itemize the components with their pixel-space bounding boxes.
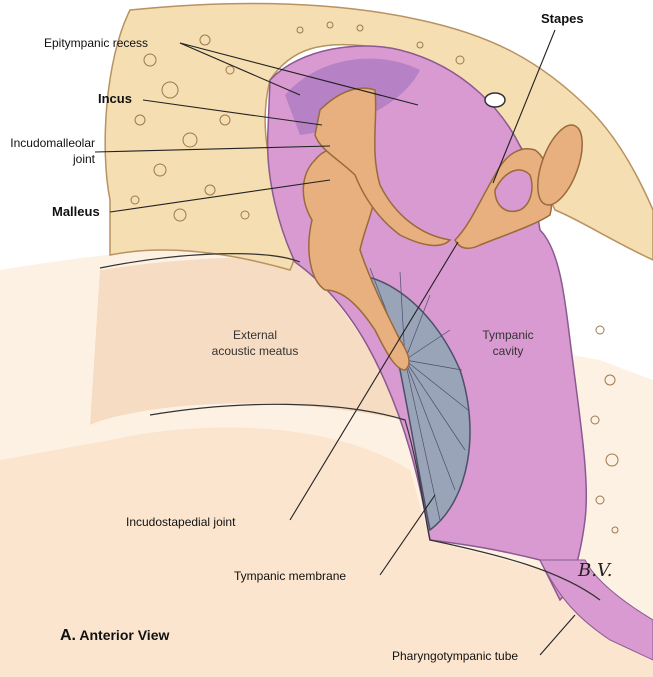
tympanic-cavity-label-line2: cavity (473, 344, 543, 358)
incudomalleolar-joint-label-line2: joint (10, 152, 95, 166)
tympanic-membrane-label: Tympanic membrane (234, 569, 346, 583)
artist-signature: B.V. (578, 560, 613, 581)
incus-label: Incus (98, 92, 132, 106)
stapes-label: Stapes (541, 12, 584, 26)
incudomalleolar-joint-label-line1: Incudomalleolar (10, 136, 95, 150)
epitympanic-recess-label: Epitympanic recess (44, 36, 148, 50)
caption-letter: A. (60, 627, 76, 644)
pharyngotympanic-tube-label: Pharyngotympanic tube (392, 649, 518, 663)
figure-caption: A. Anterior View (60, 628, 169, 643)
incudostapedial-joint-label: Incudostapedial joint (126, 515, 235, 529)
malleus-label: Malleus (52, 205, 100, 219)
external-meatus-label-line1: External (200, 328, 310, 342)
bone-opening (485, 93, 505, 107)
external-meatus-label-line2: acoustic meatus (200, 344, 310, 358)
caption-text: Anterior View (79, 627, 169, 643)
tympanic-cavity-label-line1: Tympanic (473, 328, 543, 342)
